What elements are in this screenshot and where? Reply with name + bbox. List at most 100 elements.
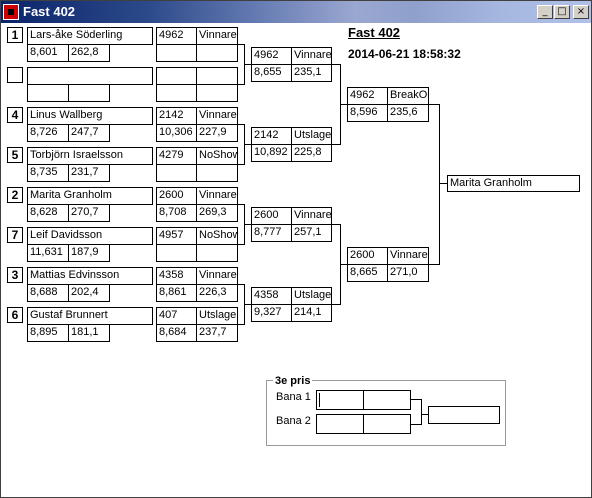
seed-number: 6 (7, 307, 23, 323)
third-place-label: 3e pris (273, 375, 313, 387)
result-status[interactable]: Utslagen (196, 307, 238, 325)
result-time[interactable] (156, 164, 197, 182)
result-status[interactable]: BreakOut (387, 87, 429, 105)
reaction-time[interactable]: 8,688 (27, 284, 69, 302)
result-time[interactable] (156, 84, 197, 102)
player-name[interactable]: Lars-åke Söderling (27, 27, 153, 45)
result-status[interactable]: Utslagen (291, 287, 332, 305)
close-button[interactable]: × (573, 5, 589, 19)
speed-value[interactable]: 181,1 (68, 324, 110, 342)
result-speed[interactable]: 269,3 (196, 204, 238, 222)
bracket-connector (238, 284, 244, 285)
result-time[interactable]: 10,306 (156, 124, 197, 142)
result-status[interactable]: Vinnare (291, 47, 332, 65)
result-speed[interactable]: 271,0 (387, 264, 429, 282)
result-status[interactable]: Utslagen (291, 127, 332, 145)
player-name[interactable]: Torbjörn Israelsson (27, 147, 153, 165)
car-number[interactable]: 4962 (156, 27, 197, 45)
car-number[interactable]: 2600 (251, 207, 292, 225)
reaction-time[interactable]: 8,895 (27, 324, 69, 342)
result-time[interactable]: 8,655 (251, 64, 292, 82)
result-time[interactable] (156, 244, 197, 262)
speed-value[interactable] (68, 84, 110, 102)
speed-value[interactable]: 187,9 (68, 244, 110, 262)
result-status[interactable]: Vinnare (196, 267, 238, 285)
reaction-time[interactable]: 8,726 (27, 124, 69, 142)
result-speed[interactable] (196, 44, 238, 62)
title-bar[interactable]: Fast 402 _ □ × (1, 1, 591, 23)
result-speed[interactable]: 235,6 (387, 104, 429, 122)
result-status[interactable]: Vinnare (291, 207, 332, 225)
result-status[interactable]: NoShow (196, 147, 238, 165)
reaction-time[interactable]: 11,631 (27, 244, 69, 262)
result-speed[interactable] (196, 84, 238, 102)
result-speed[interactable]: 227,9 (196, 124, 238, 142)
app-icon[interactable] (3, 4, 19, 20)
result-time[interactable] (156, 44, 197, 62)
result-speed[interactable]: 235,1 (291, 64, 332, 82)
speed-value[interactable]: 270,7 (68, 204, 110, 222)
reaction-time[interactable]: 8,601 (27, 44, 69, 62)
car-number[interactable]: 4957 (156, 227, 197, 245)
result-time[interactable]: 8,708 (156, 204, 197, 222)
car-number[interactable]: 2142 (156, 107, 197, 125)
reaction-time[interactable]: 8,735 (27, 164, 69, 182)
maximize-button[interactable]: □ (554, 5, 570, 19)
player-name[interactable]: Mattias Edvinsson (27, 267, 153, 285)
player-name[interactable]: Leif Davidsson (27, 227, 153, 245)
result-status[interactable]: Vinnare (196, 27, 238, 45)
third-lane1-number[interactable] (316, 390, 364, 410)
result-time[interactable]: 10,892 (251, 144, 292, 162)
third-lane2-status[interactable] (363, 414, 411, 434)
bracket-connector (244, 224, 251, 225)
result-status[interactable]: Vinnare (387, 247, 429, 265)
speed-value[interactable]: 231,7 (68, 164, 110, 182)
bracket-connector (238, 44, 244, 45)
car-number[interactable]: 2600 (156, 187, 197, 205)
connector (421, 414, 428, 415)
result-status[interactable]: NoShow (196, 227, 238, 245)
third-place-winner[interactable] (428, 406, 500, 424)
result-time[interactable]: 8,684 (156, 324, 197, 342)
bracket-connector (439, 104, 440, 265)
car-number[interactable]: 4279 (156, 147, 197, 165)
seed-number: 4 (7, 107, 23, 123)
result-status[interactable]: Vinnare (196, 187, 238, 205)
champion-name[interactable]: Marita Granholm (447, 175, 580, 192)
speed-value[interactable]: 262,8 (68, 44, 110, 62)
car-number[interactable] (156, 67, 197, 85)
seed-number: 3 (7, 267, 23, 283)
car-number[interactable]: 4358 (156, 267, 197, 285)
result-speed[interactable]: 214,1 (291, 304, 332, 322)
result-speed[interactable]: 257,1 (291, 224, 332, 242)
result-time[interactable]: 8,777 (251, 224, 292, 242)
player-name[interactable] (27, 67, 153, 85)
reaction-time[interactable]: 8,628 (27, 204, 69, 222)
result-time[interactable]: 8,665 (347, 264, 388, 282)
car-number[interactable]: 407 (156, 307, 197, 325)
car-number[interactable]: 4962 (347, 87, 388, 105)
result-status[interactable]: Vinnare (196, 107, 238, 125)
speed-value[interactable]: 202,4 (68, 284, 110, 302)
player-name[interactable]: Marita Granholm (27, 187, 153, 205)
car-number[interactable]: 4358 (251, 287, 292, 305)
player-name[interactable]: Gustaf Brunnert (27, 307, 153, 325)
result-time[interactable]: 8,596 (347, 104, 388, 122)
result-speed[interactable] (196, 244, 238, 262)
player-name[interactable]: Linus Wallberg (27, 107, 153, 125)
result-time[interactable]: 9,327 (251, 304, 292, 322)
speed-value[interactable]: 247,7 (68, 124, 110, 142)
result-speed[interactable]: 226,3 (196, 284, 238, 302)
reaction-time[interactable] (27, 84, 69, 102)
result-status[interactable] (196, 67, 238, 85)
minimize-button[interactable]: _ (537, 5, 553, 19)
third-lane2-number[interactable] (316, 414, 364, 434)
result-speed[interactable] (196, 164, 238, 182)
result-speed[interactable]: 225,8 (291, 144, 332, 162)
result-speed[interactable]: 237,7 (196, 324, 238, 342)
third-lane1-status[interactable] (363, 390, 411, 410)
result-time[interactable]: 8,861 (156, 284, 197, 302)
car-number[interactable]: 2600 (347, 247, 388, 265)
car-number[interactable]: 2142 (251, 127, 292, 145)
car-number[interactable]: 4962 (251, 47, 292, 65)
